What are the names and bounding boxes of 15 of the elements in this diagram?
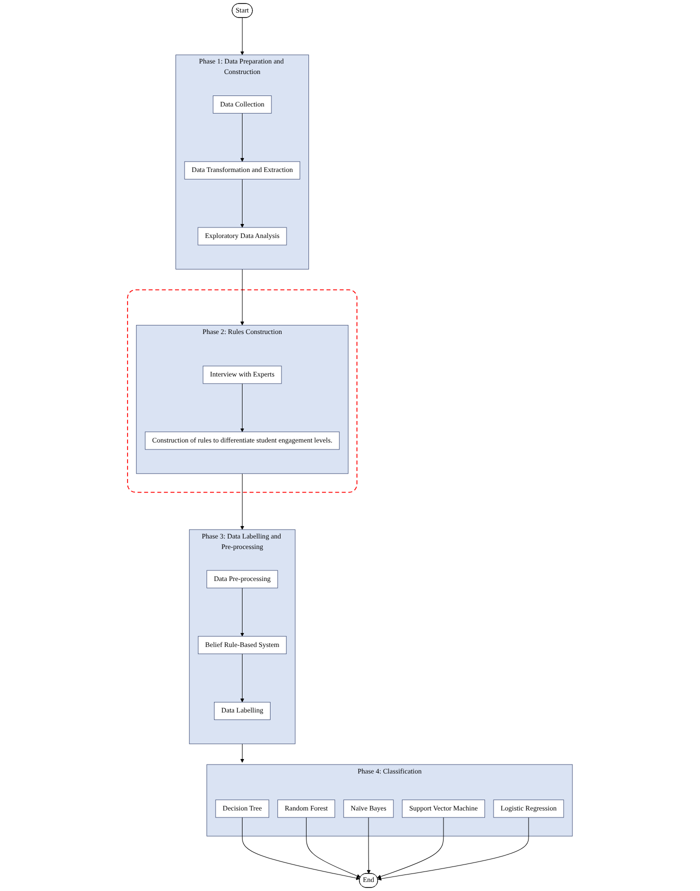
arrow <box>240 178 244 228</box>
arrow <box>240 654 244 702</box>
cluster <box>127 289 358 493</box>
arrow <box>306 817 361 878</box>
arrow <box>240 744 244 763</box>
arrow <box>366 817 371 874</box>
arrow <box>240 383 244 432</box>
arrow <box>377 817 444 878</box>
arrow <box>240 268 244 326</box>
arrow <box>378 817 529 881</box>
arrow <box>240 588 244 636</box>
arrow <box>240 473 244 530</box>
arrow <box>242 817 360 880</box>
arrow <box>240 17 244 56</box>
arrow <box>240 113 244 162</box>
